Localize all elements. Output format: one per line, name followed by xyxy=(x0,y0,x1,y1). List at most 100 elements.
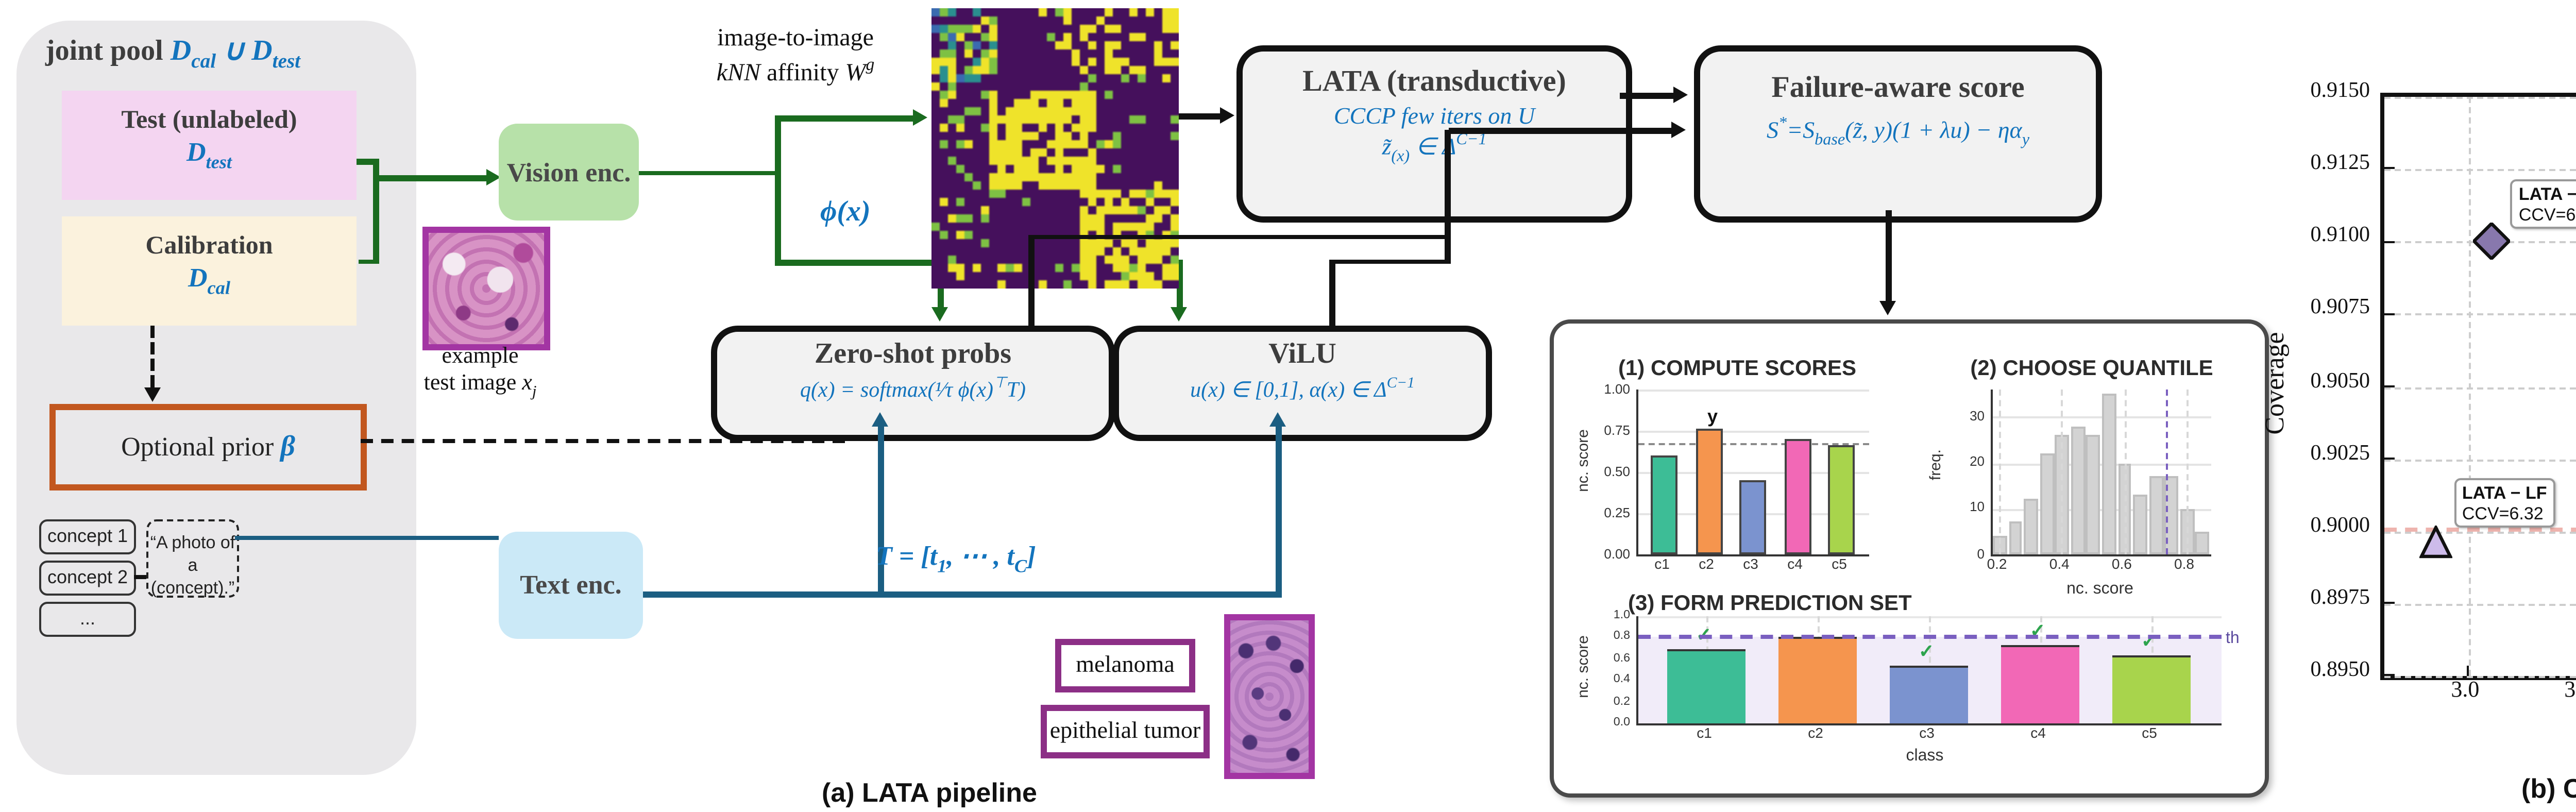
p3-bar-c2 xyxy=(1778,637,1857,723)
p2-bar xyxy=(2148,476,2163,554)
grid-h xyxy=(2384,676,2576,678)
ytick-mark xyxy=(2384,95,2395,97)
p1-bar-c5 xyxy=(1828,445,1855,554)
p2-grid-v xyxy=(2061,390,2064,554)
grid-h xyxy=(2384,459,2576,461)
affinity-label-line2: kNN affinity Wg xyxy=(716,56,875,87)
concept-box-2: concept 2 xyxy=(39,561,136,596)
bracket-vertical xyxy=(373,159,378,264)
vision-branch-vertical xyxy=(775,115,780,264)
affinity-matrix-label: image-to-image kNN affinity Wg xyxy=(672,21,919,90)
example-test-image xyxy=(422,227,550,350)
ytick-mark xyxy=(2384,674,2395,676)
p2-bar xyxy=(2024,499,2038,554)
ytick-mark xyxy=(2384,240,2395,242)
p2-bar xyxy=(2086,435,2101,554)
ytick-label: 0.9050 xyxy=(2310,370,2370,393)
failure-formula: S*=Sbase(z̃, y)(1 + λu) − ηαy xyxy=(1766,113,2029,149)
p3-ytick: 1.0 xyxy=(1613,610,1630,622)
test-unlabeled-box: Test (unlabeled) Dtest xyxy=(62,91,357,200)
concept-box-more: ... xyxy=(39,602,136,637)
scatter-point-LATA-LF xyxy=(2418,525,2453,559)
p2-ytick: 30 xyxy=(1970,410,1985,425)
p1-title: (1) COMPUTE SCORES xyxy=(1618,357,1856,381)
point-label-LATA-LI: LATA − LICCV=6.25 xyxy=(2510,180,2576,229)
arrowhead-to-lata xyxy=(1220,106,1234,123)
xtick-mark xyxy=(2467,666,2470,676)
grid-h xyxy=(2384,603,2576,606)
p2-ytick: 0 xyxy=(1977,547,1985,562)
t-line-up-vilu xyxy=(1276,427,1281,591)
vilu-up-stub-h xyxy=(1329,259,1449,264)
p3-ytick: 0.0 xyxy=(1613,717,1630,730)
bracket-out-line xyxy=(377,175,486,180)
ytick-label: 0.8950 xyxy=(2310,659,2370,682)
failure-down-line xyxy=(1886,210,1891,301)
ytick-label: 0.9100 xyxy=(2310,225,2370,248)
calibration-box-math: Dcal xyxy=(188,262,230,298)
p1-xcat: c1 xyxy=(1654,559,1670,573)
optional-prior-box: Optional prior β xyxy=(49,404,367,490)
joint-pool-title-math: Dcal ∪ Dtest xyxy=(170,37,300,74)
vilu-up-stub-v xyxy=(1329,260,1334,326)
line-to-matrix xyxy=(779,115,913,121)
ytick-label: 0.8975 xyxy=(2310,587,2370,610)
p1-xcat: c5 xyxy=(1832,559,1847,573)
p1-xcat: c2 xyxy=(1699,559,1714,573)
ytick-mark xyxy=(2384,312,2395,315)
optional-prior-text: Optional prior xyxy=(121,431,281,462)
p2-bar xyxy=(2008,522,2023,554)
coverage-plot: (1 − α)SCPCCV=9.59SCA − TCCV=7.18LATA − … xyxy=(2380,93,2576,680)
arrowhead-phi-vilu xyxy=(1171,307,1187,322)
coverage-xlabel: Average set size (↓) xyxy=(2461,707,2576,740)
failure-aware-box: Failure-aware score S*=Sbase(z̃, y)(1 + … xyxy=(1694,45,2102,223)
lata-box: LATA (transductive) CCCP few iters on U … xyxy=(1236,45,1632,223)
ytick-label: 0.9125 xyxy=(2310,153,2370,176)
p2-grid-v xyxy=(1999,390,2002,554)
text-encoder-box: Text enc. xyxy=(499,532,643,639)
p2-xtick: 0.4 xyxy=(2049,559,2070,573)
p2-plot xyxy=(1991,390,2211,556)
p2-xtick: 0.8 xyxy=(2174,559,2194,573)
ytick-label: 0.9150 xyxy=(2310,80,2370,103)
ytick-mark xyxy=(2384,385,2395,387)
caption-panel-b: (b) Coverage–efficiency trade-off xyxy=(2521,773,2576,804)
p1-bar-c4 xyxy=(1784,439,1810,554)
joint-pool-title: joint pool Dcal ∪ Dtest xyxy=(45,35,300,74)
zeroshot-formula: q(x) = softmax(¹⁄τ ϕ(x)⊤T) xyxy=(800,373,1026,403)
grid-h xyxy=(2384,314,2576,316)
p3-title: (3) FORM PREDICTION SET xyxy=(1628,591,1912,616)
p1-plot: y xyxy=(1636,390,1869,556)
p2-bar xyxy=(2133,495,2147,554)
caption-panel-a: (a) LATA pipeline xyxy=(822,777,1037,808)
p3-bar-c4 xyxy=(2001,644,2079,723)
xtick-label: 3.2 xyxy=(2564,678,2576,703)
p3-xcat: c3 xyxy=(1919,728,1935,742)
zeroshot-box: Zero-shot probs q(x) = softmax(¹⁄τ ϕ(x)⊤… xyxy=(711,326,1115,441)
melanoma-text: melanoma xyxy=(1076,653,1175,678)
class-label-melanoma: melanoma xyxy=(1055,639,1195,692)
p1-bar-c1 xyxy=(1651,455,1677,554)
p1-xcat: c3 xyxy=(1743,559,1758,573)
target-line xyxy=(2384,528,2576,532)
class-label-epithelial: epithelial tumor xyxy=(1041,705,1210,758)
zeroshot-up-stub-h xyxy=(1028,234,1449,239)
p3-threshold-line xyxy=(1638,635,2222,640)
vilu-formula: u(x) ∈ [0,1], α(x) ∈ ΔC−1 xyxy=(1190,373,1415,403)
vilu-box: ViLU u(x) ∈ [0,1], α(x) ∈ ΔC−1 xyxy=(1113,326,1492,441)
grid-h xyxy=(2384,169,2576,172)
prompt-template-box: “A photo of a (concept).” xyxy=(146,519,239,598)
concept-box-1: concept 1 xyxy=(39,519,136,554)
affinity-label-line1: image-to-image xyxy=(717,23,874,52)
class-example-image xyxy=(1224,614,1315,779)
arrowhead-to-vision xyxy=(486,168,501,184)
p3-ytick: 0.2 xyxy=(1613,696,1630,708)
arrowhead-to-inset xyxy=(1879,301,1896,315)
grid-h xyxy=(2384,531,2576,533)
ytick-label: 0.9075 xyxy=(2310,297,2370,320)
p3-xlabel: class xyxy=(1906,746,1944,765)
p1-grid xyxy=(1638,431,1869,433)
p3-bar-c3 xyxy=(1890,665,1968,723)
